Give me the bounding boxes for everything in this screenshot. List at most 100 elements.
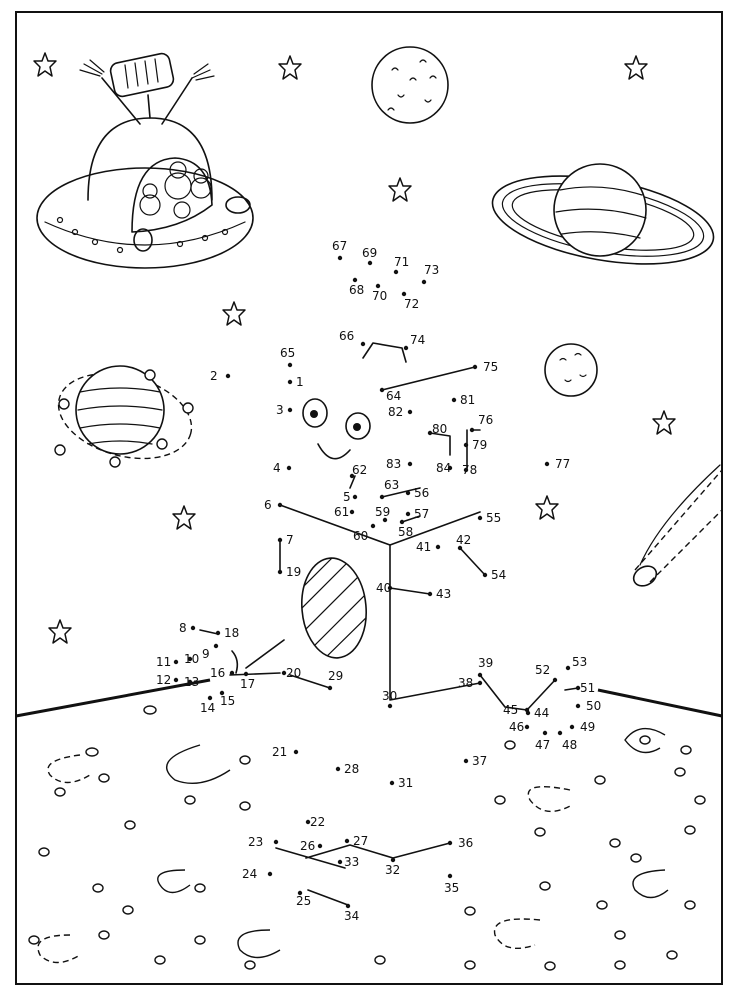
- dot-number-label: 80: [432, 422, 447, 436]
- striped-planet-illustration: [54, 365, 194, 468]
- numbered-dot: 54: [482, 568, 506, 582]
- dot-marker: [293, 749, 299, 755]
- dot-number-label: 75: [483, 360, 498, 374]
- dot-marker: [389, 780, 395, 786]
- star-icon: [652, 410, 676, 435]
- dot-marker: [435, 544, 441, 550]
- dot-number-label: 71: [394, 255, 409, 269]
- dot-number-label: 57: [414, 507, 429, 521]
- numbered-dot: 31: [389, 776, 413, 790]
- dot-marker: [327, 685, 333, 691]
- dot-marker: [219, 690, 225, 696]
- numbered-dot: 22: [305, 815, 325, 829]
- numbered-dot: 37: [463, 754, 487, 768]
- robot-parts: [199, 342, 579, 906]
- dot-number-label: 35: [444, 881, 459, 895]
- dot-number-label: 29: [328, 669, 343, 683]
- numbered-dot: 76: [469, 413, 493, 433]
- comet-illustration: [632, 464, 723, 587]
- numbered-dot: 59: [375, 505, 390, 523]
- dot-marker: [243, 671, 249, 677]
- numbered-dot: 27: [344, 834, 368, 848]
- dot-number-label: 14: [200, 701, 215, 715]
- dot-number-label: 6: [264, 498, 272, 512]
- dot-marker: [287, 379, 293, 385]
- dot-marker: [387, 585, 393, 591]
- numbered-dot: 4: [273, 461, 292, 475]
- numbered-dot: 2: [210, 369, 231, 383]
- dot-marker: [427, 430, 433, 436]
- numbered-dot: 36: [447, 836, 473, 850]
- numbered-dot: 10: [184, 652, 199, 666]
- dot-number-label: 33: [344, 855, 359, 869]
- dot-marker: [379, 494, 385, 500]
- dot-marker: [305, 819, 311, 825]
- dot-number-label: 81: [460, 393, 475, 407]
- numbered-dot: 53: [565, 655, 587, 671]
- numbered-dot: 29: [327, 669, 343, 691]
- numbered-dot: 9: [202, 643, 219, 661]
- numbered-dot: 79: [463, 438, 487, 452]
- dot-marker: [407, 461, 413, 467]
- dot-number-label: 44: [534, 706, 549, 720]
- numbered-dot: 52: [535, 663, 558, 683]
- dot-marker: [552, 677, 558, 683]
- dot-number-label: 18: [224, 626, 239, 640]
- dot-marker: [173, 659, 179, 665]
- dot-marker: [187, 656, 193, 662]
- dot-number-label: 32: [385, 863, 400, 877]
- numbered-dot: 28: [335, 762, 359, 776]
- numbered-dot: 35: [444, 873, 459, 895]
- numbered-dot: 8: [179, 621, 196, 635]
- numbered-dot: 32: [385, 857, 400, 877]
- dot-number-label: 24: [242, 867, 257, 881]
- numbered-dot: 23: [248, 835, 279, 849]
- dot-marker: [575, 703, 581, 709]
- numbered-dot: 80: [427, 422, 447, 436]
- numbered-dot: 61: [334, 505, 355, 519]
- dot-marker: [352, 494, 358, 500]
- dot-number-label: 1: [296, 375, 304, 389]
- dot-marker: [457, 545, 463, 551]
- dot-number-label: 16: [210, 666, 225, 680]
- dot-marker: [379, 387, 385, 393]
- dot-number-label: 10: [184, 652, 199, 666]
- dot-marker: [337, 859, 343, 865]
- dot-marker: [569, 724, 575, 730]
- numbered-dot: 74: [403, 333, 425, 351]
- dot-marker: [370, 523, 376, 529]
- dot-number-label: 38: [458, 676, 473, 690]
- dot-marker: [190, 625, 196, 631]
- numbered-dot: 66: [339, 329, 366, 347]
- dot-number-label: 61: [334, 505, 349, 519]
- dot-number-label: 62: [352, 463, 367, 477]
- dot-marker: [335, 766, 341, 772]
- dot-marker: [463, 442, 469, 448]
- dot-marker: [407, 409, 413, 415]
- numbered-dot: 24: [242, 867, 273, 881]
- star-icon: [388, 177, 412, 202]
- numbered-dot: 55: [477, 511, 501, 525]
- numbered-dot: 33: [337, 855, 359, 869]
- moon-illustration: [371, 46, 449, 124]
- dot-marker: [447, 840, 453, 846]
- dot-marker: [187, 679, 193, 685]
- dot-number-label: 74: [410, 333, 425, 347]
- dot-marker: [463, 467, 469, 473]
- numbered-dot: 26: [300, 839, 323, 853]
- numbered-dot: 20: [281, 666, 301, 680]
- dot-marker: [390, 857, 396, 863]
- numbered-dot: 49: [569, 720, 595, 734]
- dot-number-label: 65: [280, 346, 295, 360]
- dot-number-label: 22: [310, 815, 325, 829]
- numbered-dot: 11: [156, 655, 179, 669]
- dot-marker: [352, 277, 358, 283]
- numbered-dot: 84: [436, 461, 453, 475]
- dot-marker: [482, 572, 488, 578]
- dot-number-label: 52: [535, 663, 550, 677]
- dot-marker: [393, 269, 399, 275]
- dot-marker: [447, 873, 453, 879]
- dot-marker: [451, 397, 457, 403]
- dot-number-label: 79: [472, 438, 487, 452]
- numbered-dot: 7: [277, 533, 294, 547]
